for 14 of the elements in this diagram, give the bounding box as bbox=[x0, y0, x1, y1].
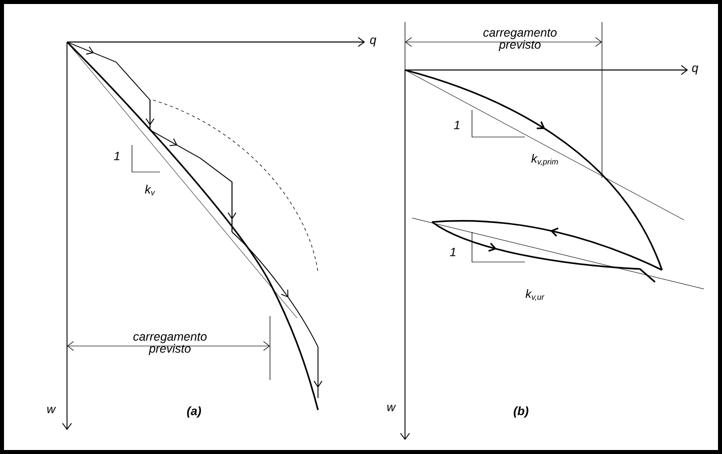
dimension-label: carregamento previsto bbox=[133, 332, 207, 356]
axis-label: w bbox=[387, 404, 396, 412]
slope-label: k$_{v,ur}$ bbox=[526, 289, 544, 301]
slope-label: 1 bbox=[114, 152, 120, 160]
dimension-label: carregamento previsto bbox=[483, 28, 557, 52]
axis-label: w bbox=[47, 406, 56, 414]
slope-label: k$_{v}$ bbox=[144, 184, 156, 196]
slope-label: 1 bbox=[450, 248, 456, 256]
axis-label: q bbox=[692, 66, 698, 74]
slope-label: 1 bbox=[454, 120, 460, 130]
slope-label: k$_{v,prim}$ bbox=[531, 154, 558, 166]
panel-label: (b) bbox=[514, 406, 528, 418]
axis-label: q bbox=[370, 38, 376, 46]
panel-label: (a) bbox=[187, 406, 201, 418]
